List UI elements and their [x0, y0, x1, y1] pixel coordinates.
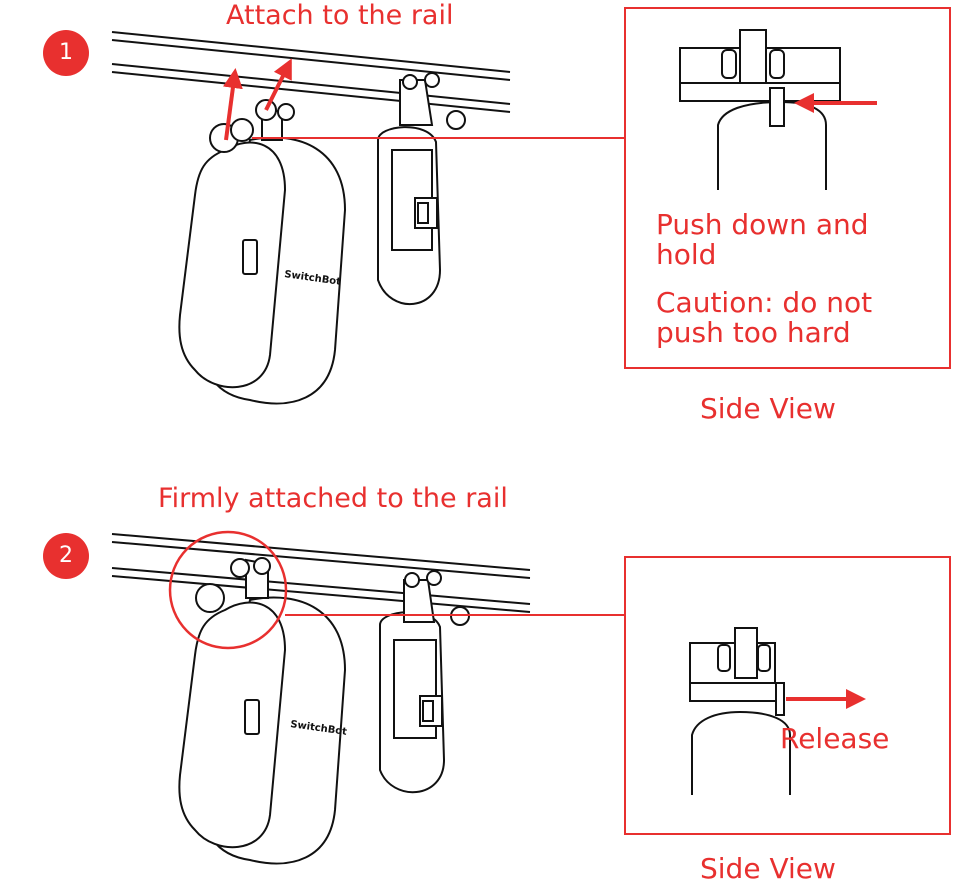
step2-motor-body	[179, 558, 345, 863]
step2-release-label: Release	[780, 722, 889, 755]
step1-rail	[112, 32, 510, 112]
step1-view-label: Side View	[700, 392, 836, 425]
step2-rail	[112, 534, 530, 612]
step1-number-badge: 1	[43, 30, 89, 76]
step2-number-badge: 2	[43, 533, 89, 579]
step2-view-label: Side View	[700, 852, 836, 885]
step1-curtain-runner	[378, 73, 465, 304]
step2-title: Firmly attached to the rail	[158, 483, 508, 514]
step1-instruction: Push down and hold	[656, 210, 936, 270]
step1-side-view-detail	[680, 30, 840, 190]
step1-motor-body	[179, 100, 345, 403]
step2-curtain-runner	[380, 571, 469, 792]
step1-caution: Caution: do not push too hard	[656, 288, 936, 348]
step2-side-view-detail	[690, 628, 790, 795]
step1-title: Attach to the rail	[226, 0, 453, 31]
